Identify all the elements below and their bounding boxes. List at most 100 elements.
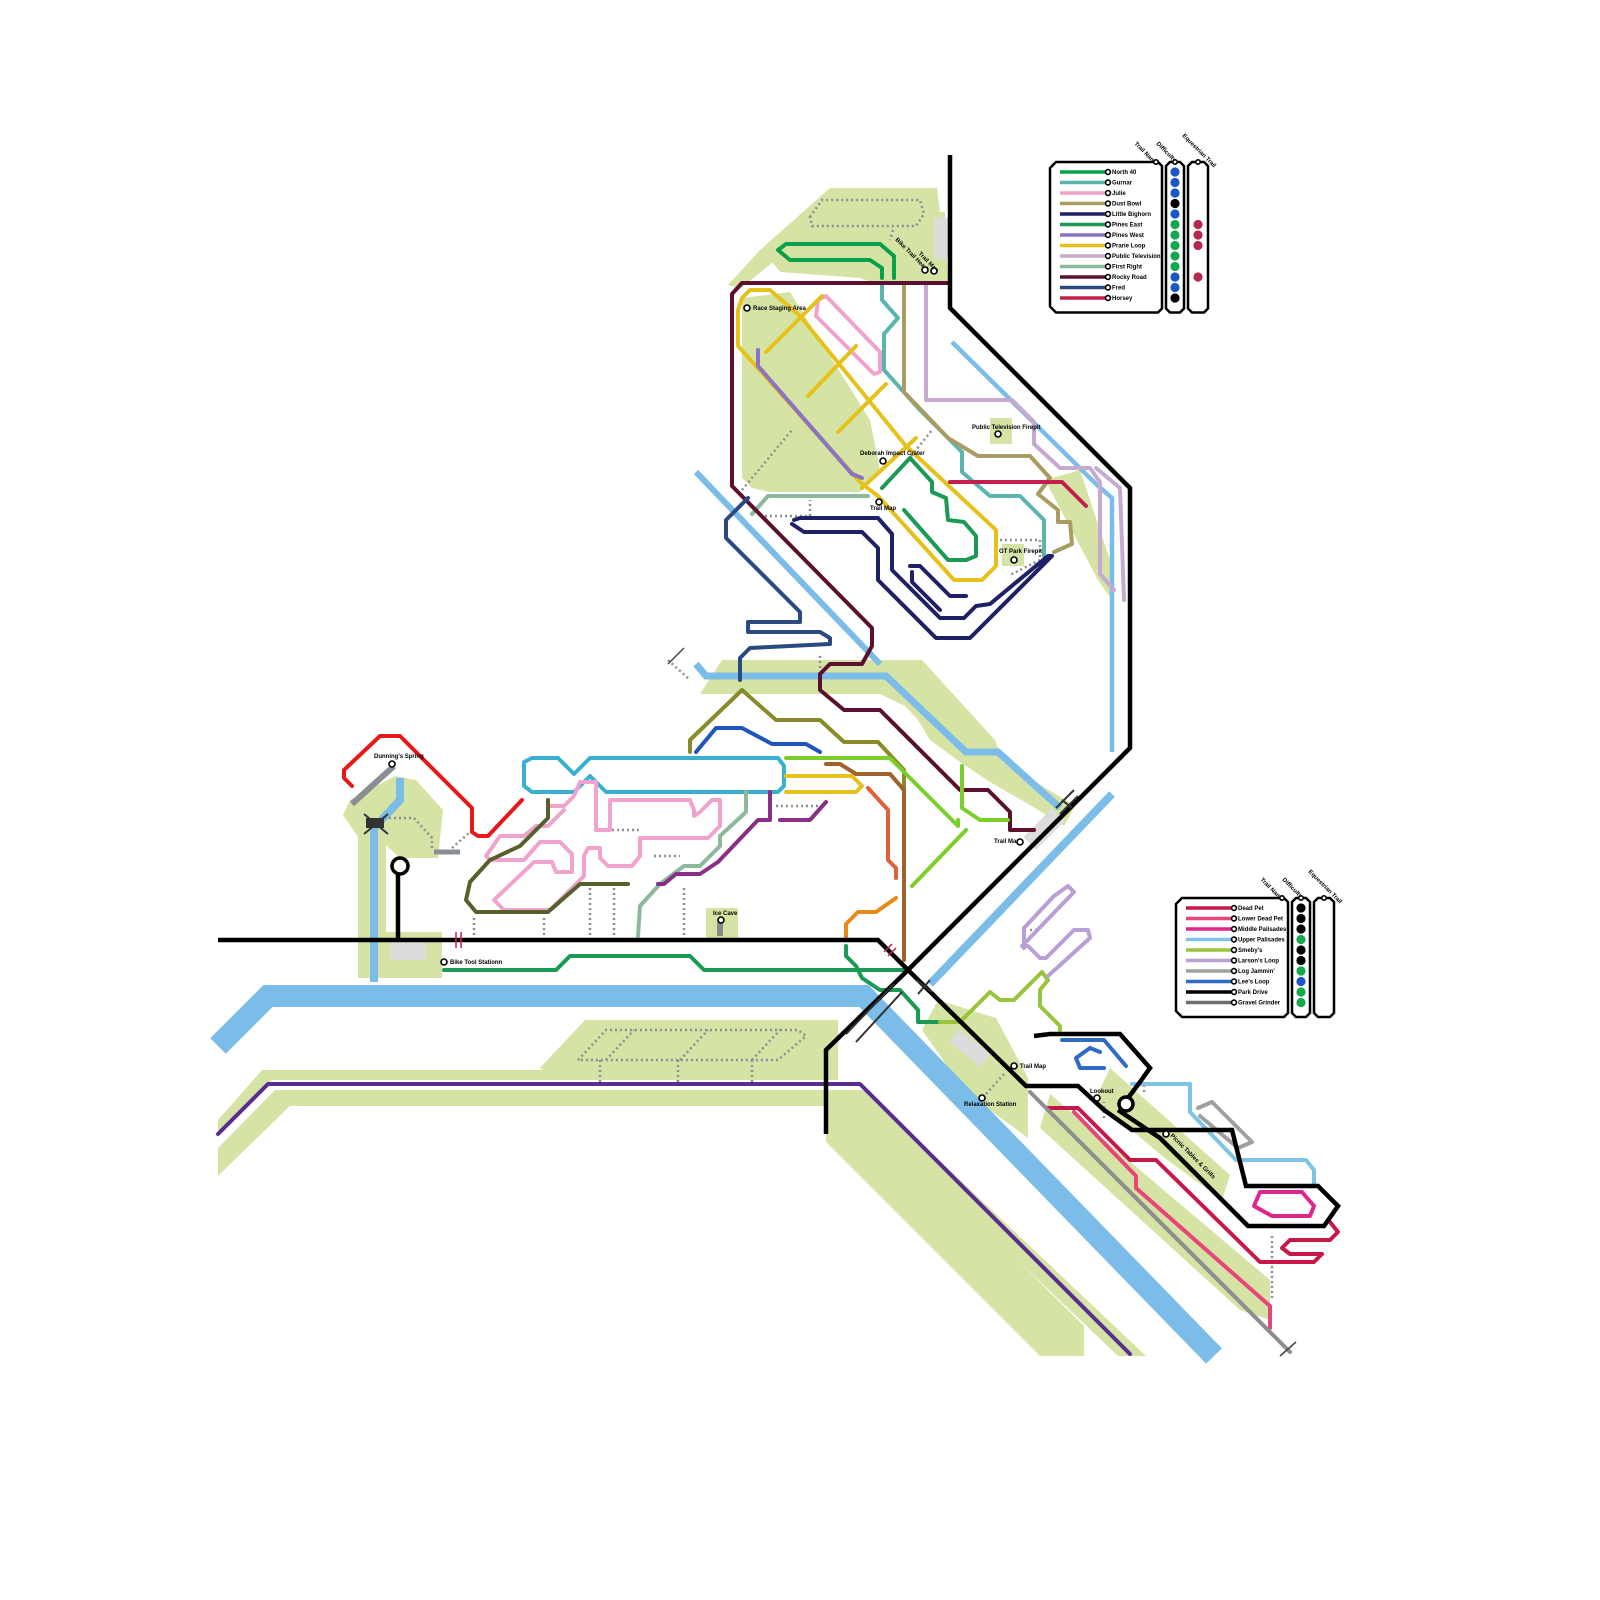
- place-race-staging[interactable]: Race Staging Area: [743, 304, 806, 312]
- legend-trail-name: Pines East: [1112, 223, 1142, 229]
- difficulty-dot: [1170, 198, 1180, 209]
- legend-header-marker: [1172, 159, 1179, 166]
- legend-row: Gravel Grinder: [1186, 997, 1306, 1008]
- place-deborah-crater[interactable]: Deborah Impact Crater: [860, 451, 925, 465]
- legend-row: Log Jammin': [1186, 966, 1306, 976]
- place-gt-park-firepit[interactable]: GT Park Firepit: [999, 544, 1042, 566]
- place-marker: [743, 304, 751, 312]
- trail-dead-pet: [1046, 1106, 1340, 1264]
- place-public-tv-firepit[interactable]: Public Television Firepit: [972, 418, 1041, 444]
- roads: [218, 155, 1341, 1357]
- place-relaxation-station[interactable]: Relaxation Station: [964, 1094, 1017, 1108]
- legend-marker: [1230, 925, 1238, 933]
- legend-row: Smeby's: [1186, 945, 1306, 955]
- legend-marker: [1104, 231, 1112, 239]
- place-marker: [1010, 1062, 1018, 1070]
- legend-marker: [1230, 957, 1238, 964]
- place-label: Ice Cave: [713, 911, 738, 917]
- place-label: Bike Tool Stationn: [450, 960, 503, 966]
- legend-row: Fred: [1060, 282, 1180, 293]
- legend-row: First Right: [1060, 261, 1180, 272]
- lookout-roundabout: [1117, 1095, 1135, 1113]
- trail-purple-south: [216, 1082, 1132, 1356]
- end-cap-northwest: [667, 647, 685, 665]
- legend-marker: [1230, 988, 1238, 996]
- place-label: Trail Map: [994, 839, 1020, 845]
- difficulty-dot: [1170, 177, 1180, 188]
- trail-horsey-north: [948, 480, 1088, 508]
- place-label: Race Staging Area: [753, 306, 806, 312]
- trail-yellow-west: [784, 774, 864, 794]
- legend-trail-name: Dead Pet: [1238, 906, 1264, 912]
- firepit-ground: [1002, 544, 1024, 566]
- legend-marker: [1104, 200, 1112, 207]
- facility-bike-tool: [390, 940, 426, 960]
- trail-prarie-loop: [736, 288, 998, 582]
- difficulty-dot: [1296, 945, 1306, 955]
- bridge-south: [845, 983, 903, 1043]
- trail-pink-west: [484, 780, 722, 912]
- trails: [216, 242, 1340, 1356]
- difficulty-dot: [1170, 230, 1180, 240]
- trail-sage: [636, 790, 748, 938]
- equestrian-dot: [1193, 272, 1203, 282]
- barrier-east: [883, 943, 897, 957]
- legend-row: Prarie Loop: [1060, 240, 1203, 251]
- trail-julie: [814, 294, 882, 376]
- legend-trail-name: Larson's Loop: [1238, 959, 1279, 965]
- end-cap-southeast: [1279, 1341, 1297, 1357]
- place-trail-map-south[interactable]: Trail Map: [1010, 1062, 1046, 1070]
- place-trail-map-east[interactable]: Trail Map: [994, 838, 1024, 846]
- trail-orange: [844, 896, 898, 942]
- place-lookout[interactable]: Lookout: [1090, 1089, 1114, 1102]
- place-label: Public Television Firepit: [972, 425, 1041, 431]
- trail-lees-loop: [1060, 1038, 1128, 1070]
- trail-pines-east: [880, 456, 978, 562]
- legend-marker: [1104, 168, 1112, 176]
- place-marker: [930, 267, 938, 275]
- southwest-bank: [218, 1090, 1146, 1356]
- place-marker: [875, 498, 883, 506]
- trail-larsons-loop: [1020, 884, 1092, 978]
- central-dots-2: [907, 429, 933, 461]
- legend-row: Little Bighorn: [1060, 209, 1180, 219]
- trail-middle-palisades: [1252, 1190, 1316, 1218]
- difficulty-dot: [1170, 188, 1180, 198]
- barrier-west: [455, 932, 462, 948]
- north-park-edge: [728, 188, 830, 289]
- bike-head-dots: [888, 229, 895, 241]
- trail-purple: [656, 790, 828, 886]
- bridge-dunning-deck: [366, 818, 384, 828]
- place-marker: [1162, 1130, 1170, 1138]
- place-dunnings-spring[interactable]: Dunning's Spring: [374, 754, 424, 768]
- place-ice-cave[interactable]: Ice Cave: [713, 911, 738, 924]
- place-label: Trail Map: [1020, 1064, 1046, 1070]
- difficulty-dot: [1170, 219, 1180, 230]
- legend-row: Upper Palisades: [1186, 934, 1306, 945]
- legend-trail-name: Julie: [1112, 191, 1126, 197]
- facility-bridge: [1023, 808, 1065, 850]
- place-bike-tool-station[interactable]: Bike Tool Stationn: [440, 958, 503, 966]
- trail-first-right: [750, 494, 870, 516]
- place-trail-map-center[interactable]: Trail Map: [870, 498, 896, 512]
- trail-gravel-grinder: [1028, 1090, 1292, 1354]
- trail-red-dunning: [342, 734, 524, 838]
- legend-row: Lower Dead Pet: [1186, 913, 1306, 924]
- legend-marker: [1230, 904, 1238, 912]
- place-marker: [921, 266, 929, 274]
- place-label: Lookout: [1090, 1089, 1114, 1095]
- trail-public-television: [924, 284, 1126, 602]
- trail-log-jammin: [1196, 1100, 1254, 1150]
- legend-trail-name: North 40: [1112, 170, 1137, 176]
- southwest-bank-outer: [218, 1070, 838, 1136]
- places: Race Staging Area Bike Trail Head Trail …: [374, 237, 1216, 1181]
- legend-trail-name: Lower Dead Pet: [1238, 917, 1283, 923]
- bridge-south-junction: [915, 979, 933, 995]
- legend-marker: [1230, 967, 1238, 975]
- legend-marker: [1230, 946, 1238, 954]
- trail-brown: [824, 762, 906, 962]
- southwest-campground: [540, 1020, 838, 1080]
- central-dots-3: [760, 500, 812, 518]
- central-dots-1: [741, 429, 793, 491]
